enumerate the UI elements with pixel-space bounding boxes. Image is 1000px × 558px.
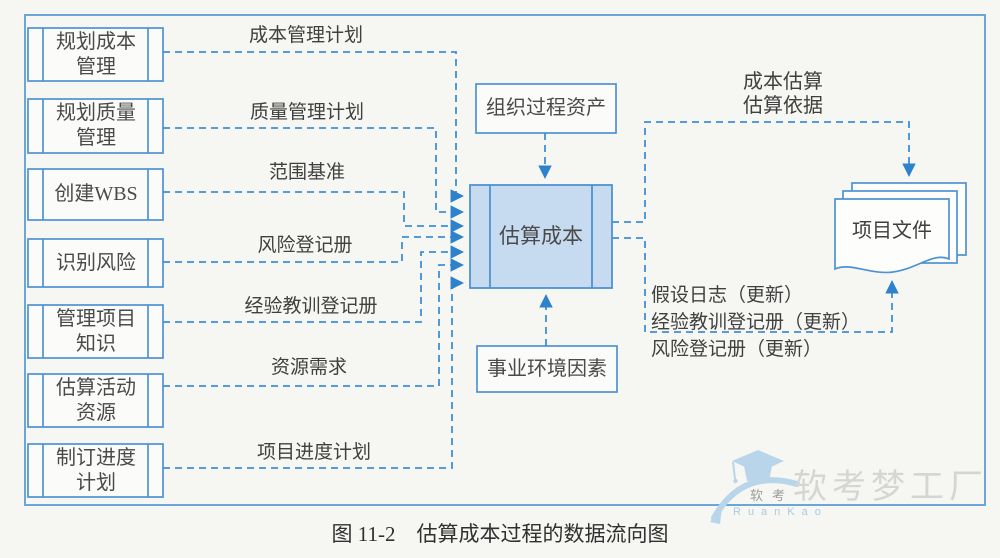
eef-label: 事业环境因素 [487, 357, 607, 380]
flow-label-risk-register: 风险登记册 [257, 235, 353, 256]
update-label-lessons-learned-register: 经验教训登记册（更新） [651, 312, 861, 333]
flow-label-resource-requirements: 资源需求 [270, 357, 347, 378]
flow-label-quality-management-plan: 质量管理计划 [249, 102, 364, 123]
figure-caption: 图 11-2 估算成本过程的数据流向图 [331, 522, 669, 546]
arrow-lessons-learned-register [163, 245, 465, 323]
update-label-assumption-log: 假设日志（更新） [651, 285, 804, 306]
update-label-risk-register: 风险登记册（更新） [651, 339, 823, 360]
arrow-scope-baseline [163, 191, 465, 233]
arrow-cost-management-plan [163, 51, 465, 203]
project-documents-label: 项目文件 [852, 220, 932, 242]
source-label-estimate-activity-resources: 估算活动 资源 [56, 376, 136, 424]
diagram-border [24, 14, 986, 506]
arrow-quality-management-plan [163, 127, 465, 219]
source-box-develop-schedule [27, 443, 164, 498]
output-label-cost-estimates-basis: 成本估算 估算依据 [743, 71, 823, 117]
central-process-label: 估算成本 [499, 223, 583, 248]
source-box-plan-quality-management [27, 98, 164, 154]
arrow-resource-requirements [163, 258, 465, 387]
source-label-identify-risks: 识别风险 [56, 251, 136, 274]
arrow-output-estimates [612, 121, 916, 223]
watermark-brand-text: 软考梦工厂 [793, 468, 988, 506]
arrow-output-updates [612, 237, 899, 333]
watermark-brand-latin-text: RuanKao [733, 506, 828, 518]
opa-box [475, 83, 617, 134]
source-label-manage-project-knowledge: 管理项目 知识 [56, 307, 136, 355]
central-process-box [469, 184, 613, 289]
source-box-create-wbs [27, 168, 164, 221]
source-label-plan-cost-management: 规划成本 管理 [56, 30, 136, 78]
arrow-project-schedule [163, 276, 465, 469]
flow-label-lessons-learned-register: 经验教训登记册 [244, 296, 378, 317]
source-label-plan-quality-management: 规划质量 管理 [56, 102, 136, 149]
ruankao-logo-icon [710, 450, 800, 524]
project-documents-shape [834, 182, 967, 274]
source-box-estimate-activity-resources [27, 373, 164, 428]
source-box-manage-project-knowledge [27, 304, 164, 359]
arrow-risk-register [163, 230, 465, 263]
source-box-identify-risks [27, 238, 164, 288]
eef-box [476, 345, 618, 393]
source-label-create-wbs: 创建WBS [54, 183, 138, 205]
flow-label-scope-baseline: 范围基准 [268, 162, 345, 183]
source-box-plan-cost-management [27, 27, 164, 82]
watermark-brand-small-text: 软考 [750, 488, 795, 503]
source-label-develop-schedule: 制订进度 计划 [56, 446, 136, 494]
opa-label: 组织过程资产 [486, 97, 606, 120]
flow-label-project-schedule: 项目进度计划 [256, 442, 371, 463]
flow-label-cost-management-plan: 成本管理计划 [248, 25, 363, 46]
